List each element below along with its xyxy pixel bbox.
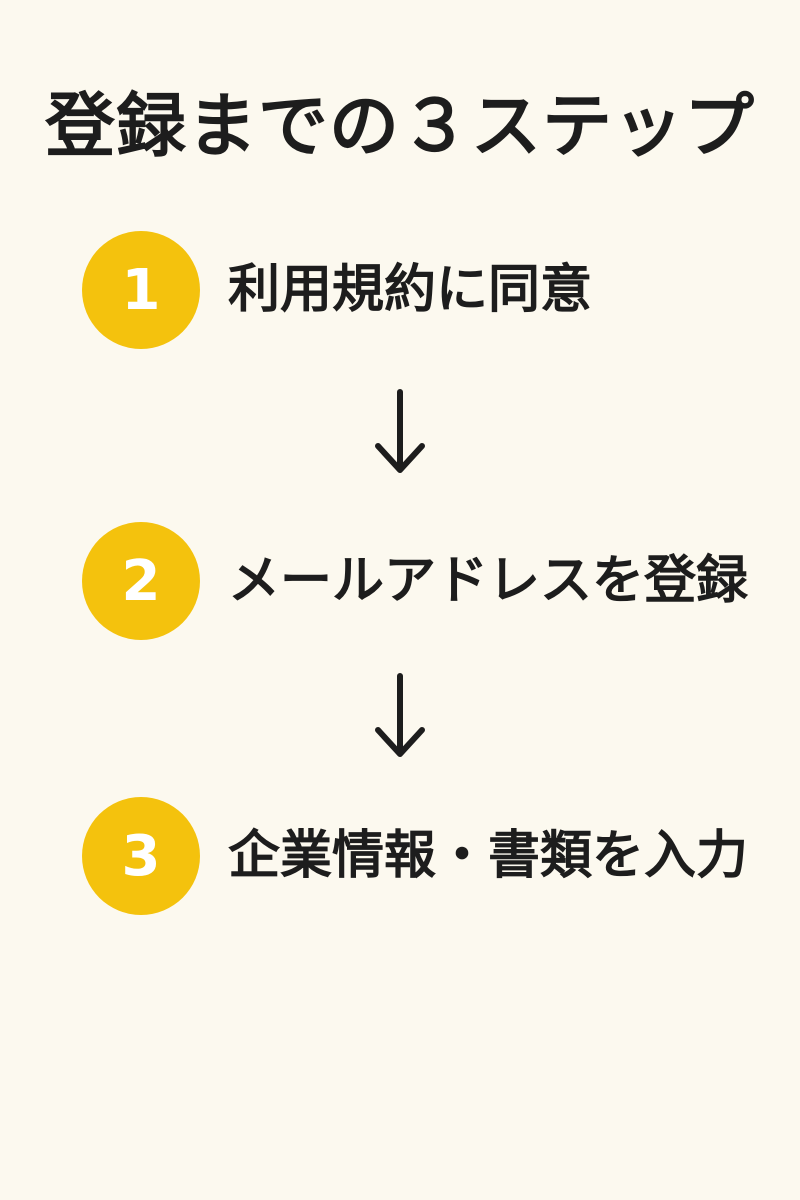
- step-3: 3 企業情報・書類を入力: [82, 797, 748, 915]
- step-2: 2 メールアドレスを登録: [82, 522, 748, 640]
- step-number-badge: 3: [82, 797, 200, 915]
- step-label: メールアドレスを登録: [228, 551, 749, 611]
- step-1: 1 利用規約に同意: [82, 231, 592, 349]
- step-label: 企業情報・書類を入力: [228, 826, 749, 886]
- page-title: 登録までの３ステップ: [45, 85, 755, 167]
- arrow-down-icon: [375, 673, 425, 757]
- arrow-down-icon: [375, 389, 425, 473]
- step-number-badge: 2: [82, 522, 200, 640]
- step-number-badge: 1: [82, 231, 200, 349]
- step-label: 利用規約に同意: [228, 260, 593, 320]
